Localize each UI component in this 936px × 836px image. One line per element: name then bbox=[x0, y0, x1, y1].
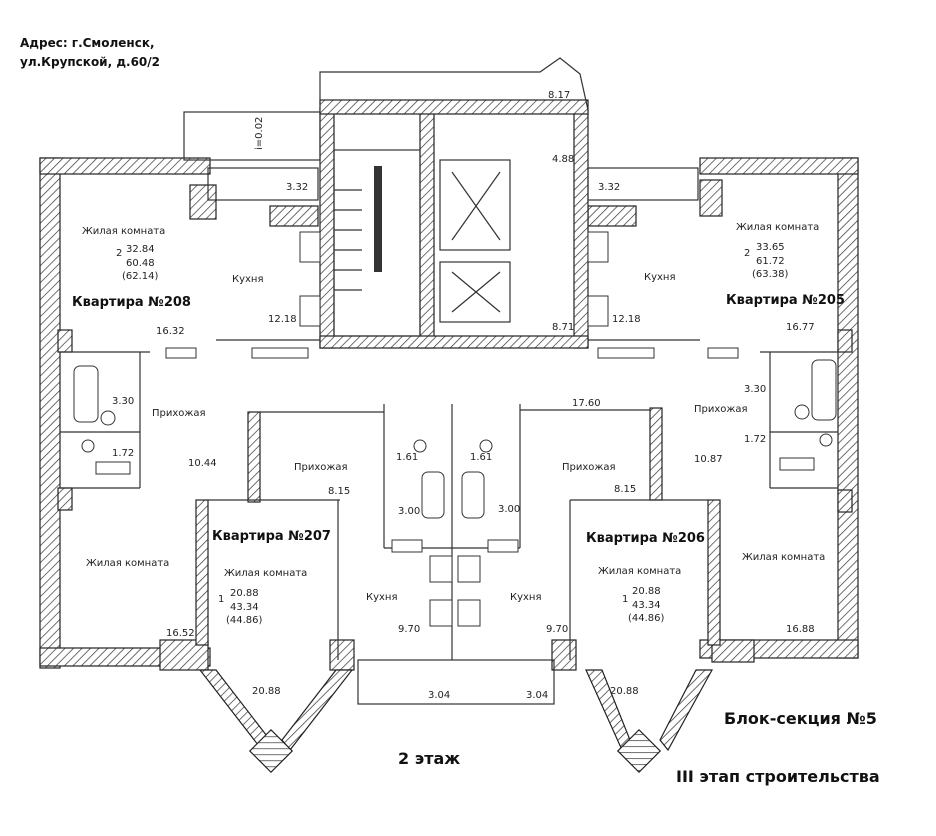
living-area: 33.65 bbox=[756, 242, 785, 253]
hall-name: Прихожая bbox=[694, 404, 748, 415]
room2-area: 16.52 bbox=[166, 628, 195, 639]
hall-area: 10.87 bbox=[694, 454, 723, 465]
hall-area: 8.15 bbox=[328, 486, 350, 497]
room2-name: Жилая комната bbox=[742, 552, 825, 563]
total-area: 61.72 bbox=[756, 256, 785, 267]
wc-area: 1.61 bbox=[470, 452, 492, 463]
apartment-205: Жилая комната 2 33.65 61.72 (63.38) Квар… bbox=[598, 182, 845, 635]
kitchen-area: 12.18 bbox=[268, 314, 297, 325]
balcony-area: 3.32 bbox=[598, 182, 620, 193]
room-area: 20.88 bbox=[610, 686, 639, 697]
rooms-count: 1 bbox=[622, 594, 628, 605]
kitchen-name: Кухня bbox=[644, 272, 676, 283]
apartment-207: Прихожая 8.15 1.61 3.00 Квартира №207 Жи… bbox=[212, 452, 450, 701]
total-with-balcony: (44.86) bbox=[628, 613, 665, 624]
dim-top: 8.17 bbox=[548, 90, 570, 101]
dim-hall: 8.71 bbox=[552, 322, 574, 333]
apartment-206: Прихожая 8.15 1.61 3.00 Квартира №206 Жи… bbox=[470, 452, 705, 701]
kitchen-name: Кухня bbox=[510, 592, 542, 603]
room-name: Жилая комната bbox=[224, 568, 307, 579]
total-with-balcony: (63.38) bbox=[752, 269, 789, 280]
kitchen-area: 12.18 bbox=[612, 314, 641, 325]
room-area: 16.77 bbox=[786, 322, 815, 333]
room-name: Жилая комната bbox=[736, 222, 819, 233]
balcony-area: 3.32 bbox=[286, 182, 308, 193]
hall-name: Прихожая bbox=[152, 408, 206, 419]
hall-name: Прихожая bbox=[562, 462, 616, 473]
living-area: 32.84 bbox=[126, 244, 155, 255]
exterior-walls bbox=[39, 99, 859, 671]
kitchen-name: Кухня bbox=[366, 592, 398, 603]
total-with-balcony: (62.14) bbox=[122, 271, 159, 282]
address-line-2: ул.Крупской, д.60/2 bbox=[20, 55, 160, 69]
room-area: 16.32 bbox=[156, 326, 185, 337]
fixtures bbox=[73, 231, 837, 627]
apartment-label: Квартира №206 bbox=[586, 531, 705, 546]
rooms-count: 2 bbox=[116, 248, 122, 259]
wc-area: 1.61 bbox=[396, 452, 418, 463]
total-area: 60.48 bbox=[126, 258, 155, 269]
bath-area: 3.30 bbox=[744, 384, 766, 395]
living-area: 20.88 bbox=[632, 586, 661, 597]
room2-area: 16.88 bbox=[786, 624, 815, 635]
room2-name: Жилая комната bbox=[86, 558, 169, 569]
rooms-count: 1 bbox=[218, 594, 224, 605]
rooms-count: 2 bbox=[744, 248, 750, 259]
balcony-area: 3.04 bbox=[428, 690, 450, 701]
bath-area: 3.00 bbox=[398, 506, 420, 517]
total-area: 43.34 bbox=[632, 600, 661, 611]
wc-area: 1.72 bbox=[112, 448, 134, 459]
hall-area: 8.15 bbox=[614, 484, 636, 495]
room-name: Жилая комната bbox=[82, 226, 165, 237]
bath-area: 3.30 bbox=[112, 396, 134, 407]
room-area: 20.88 bbox=[252, 686, 281, 697]
kitchen-name: Кухня bbox=[232, 274, 264, 285]
hall-area: 10.44 bbox=[188, 458, 217, 469]
address-line-1: Адрес: г.Смоленск, bbox=[20, 36, 155, 50]
bay-windows bbox=[198, 669, 714, 774]
kitchen-area: 9.70 bbox=[398, 624, 420, 635]
dim-corridor: 17.60 bbox=[572, 398, 601, 409]
bath-area: 3.00 bbox=[498, 504, 520, 515]
apartment-label: Квартира №205 bbox=[726, 293, 845, 308]
stair-and-elevators bbox=[333, 149, 511, 337]
balconies bbox=[183, 57, 699, 705]
apartment-label: Квартира №207 bbox=[212, 529, 331, 544]
slope-label: i=0.02 bbox=[254, 117, 265, 150]
balcony-area: 3.04 bbox=[526, 690, 548, 701]
living-area: 20.88 bbox=[230, 588, 259, 599]
block-label: Блок-секция №5 bbox=[724, 709, 877, 728]
apartment-label: Квартира №208 bbox=[72, 295, 191, 310]
hall-name: Прихожая bbox=[294, 462, 348, 473]
dim-stair: 4.88 bbox=[552, 154, 574, 165]
room-name: Жилая комната bbox=[598, 566, 681, 577]
partitions bbox=[60, 339, 838, 660]
stage-label: III этап строительства bbox=[676, 767, 880, 786]
kitchen-area: 9.70 bbox=[546, 624, 568, 635]
total-area: 43.34 bbox=[230, 602, 259, 613]
apartment-208: Жилая комната 2 32.84 60.48 (62.14) Квар… bbox=[72, 182, 308, 639]
total-with-balcony: (44.86) bbox=[226, 615, 263, 626]
floor-label: 2 этаж bbox=[398, 749, 460, 768]
wc-area: 1.72 bbox=[744, 434, 766, 445]
